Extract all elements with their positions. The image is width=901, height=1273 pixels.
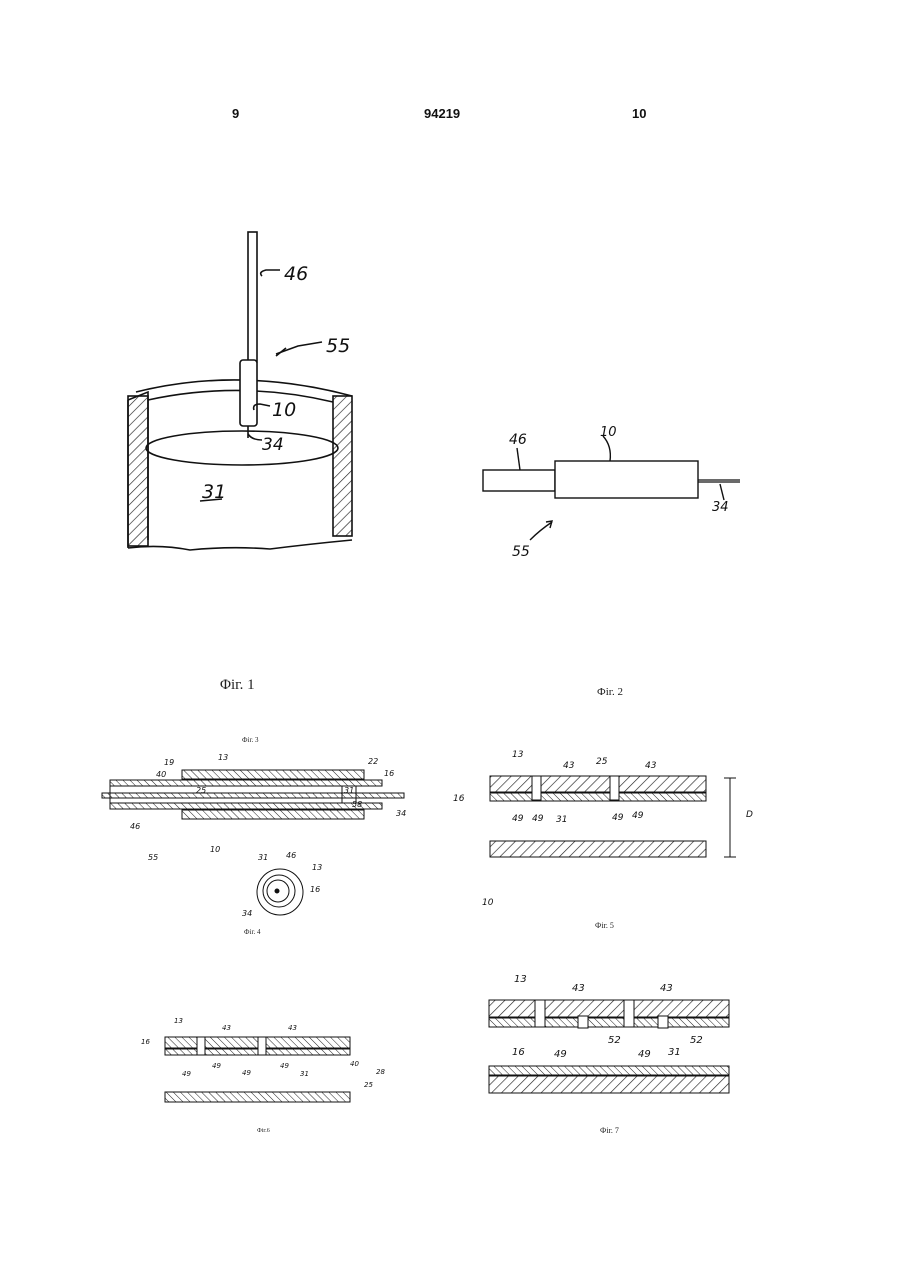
fig2-label-34: 34 xyxy=(712,500,729,515)
fig7-label-13: 13 xyxy=(514,974,527,985)
caption-fig1: Φіг. 1 xyxy=(220,677,255,694)
fig5-label-49-a: 49 xyxy=(512,814,524,824)
fig6-label-13: 13 xyxy=(174,1017,183,1025)
fig3-label-22: 22 xyxy=(368,757,378,766)
fig7-label-52-a: 52 xyxy=(608,1035,621,1046)
caption-fig6: Фіг.6 xyxy=(257,1128,270,1134)
fig3-label-40: 40 xyxy=(156,770,166,779)
fig4-label-31: 31 xyxy=(258,853,268,862)
fig3-label-25: 25 xyxy=(196,786,206,795)
fig5-label-31: 31 xyxy=(556,815,567,825)
fig5-label-43-a: 43 xyxy=(563,761,575,771)
fig1-label-31: 31 xyxy=(202,481,226,503)
fig3-label-10: 10 xyxy=(210,845,220,854)
fig2-label-55: 55 xyxy=(512,544,530,560)
fig1-label-55: 55 xyxy=(326,335,350,357)
figure-4 xyxy=(257,869,303,915)
figure-3 xyxy=(102,770,404,819)
fig5-label-D: D xyxy=(746,810,753,820)
figure-2 xyxy=(483,436,740,540)
fig3-label-31: 31 xyxy=(344,786,354,795)
fig3-label-58: 58 xyxy=(352,800,362,809)
fig3-label-13: 13 xyxy=(218,753,228,762)
fig4-labels: 31 46 13 16 34 xyxy=(242,851,322,918)
fig6-label-31: 31 xyxy=(300,1070,309,1078)
fig3-label-16: 16 xyxy=(384,769,394,778)
figure-7 xyxy=(489,1000,729,1093)
caption-fig2: Фіг. 2 xyxy=(597,686,623,698)
fig5-label-13: 13 xyxy=(512,750,524,760)
fig5-label-49-c: 49 xyxy=(612,813,624,823)
fig7-label-43-b: 43 xyxy=(660,983,673,994)
fig2-label-46: 46 xyxy=(509,432,527,448)
fig7-label-49-a: 49 xyxy=(554,1049,567,1060)
fig1-label-10: 10 xyxy=(272,399,296,421)
fig6-label-43-b: 43 xyxy=(288,1024,297,1032)
fig6-label-49-b: 49 xyxy=(212,1062,221,1070)
fig1-label-34: 34 xyxy=(262,435,284,455)
fig6-label-16: 16 xyxy=(141,1038,150,1046)
fig6-label-43-a: 43 xyxy=(222,1024,231,1032)
figure-6 xyxy=(165,1037,350,1102)
caption-fig5: Фіг. 5 xyxy=(595,921,614,930)
fig7-label-43-a: 43 xyxy=(572,983,585,994)
fig6-label-49-c: 49 xyxy=(242,1069,251,1077)
fig5-label-10: 10 xyxy=(482,898,494,908)
fig7-label-16: 16 xyxy=(512,1047,525,1058)
fig4-label-34: 34 xyxy=(242,909,252,918)
fig5-labels: 13 43 25 43 16 49 49 31 49 49 D 10 xyxy=(453,750,753,908)
fig3-label-34: 34 xyxy=(396,809,406,818)
fig6-label-40: 40 xyxy=(350,1060,359,1068)
caption-fig4: Фіг. 4 xyxy=(244,928,261,936)
fig7-label-49-b: 49 xyxy=(638,1049,651,1060)
fig7-label-52-b: 52 xyxy=(690,1035,703,1046)
caption-fig7: Фіг. 7 xyxy=(600,1126,619,1135)
fig5-label-49-d: 49 xyxy=(632,811,644,821)
fig3-label-46: 46 xyxy=(130,822,140,831)
fig5-label-49-b: 49 xyxy=(532,814,544,824)
fig4-label-13: 13 xyxy=(312,863,322,872)
fig4-label-46: 46 xyxy=(286,851,296,860)
fig2-label-10: 10 xyxy=(600,425,617,440)
caption-fig3: Фіг. 3 xyxy=(242,736,259,744)
fig6-label-28: 28 xyxy=(376,1068,385,1076)
fig6-label-49-d: 49 xyxy=(280,1062,289,1070)
fig5-label-25: 25 xyxy=(596,757,608,767)
fig6-label-25: 25 xyxy=(364,1081,373,1089)
fig3-label-19: 19 xyxy=(164,758,174,767)
figure-1 xyxy=(128,232,352,550)
fig4-label-16: 16 xyxy=(310,885,320,894)
fig5-label-16: 16 xyxy=(453,794,465,804)
fig1-label-46: 46 xyxy=(284,263,308,285)
fig5-label-43-b: 43 xyxy=(645,761,657,771)
fig7-label-31: 31 xyxy=(668,1047,681,1058)
fig6-label-49-a: 49 xyxy=(182,1070,191,1078)
fig3-label-55: 55 xyxy=(148,853,158,862)
